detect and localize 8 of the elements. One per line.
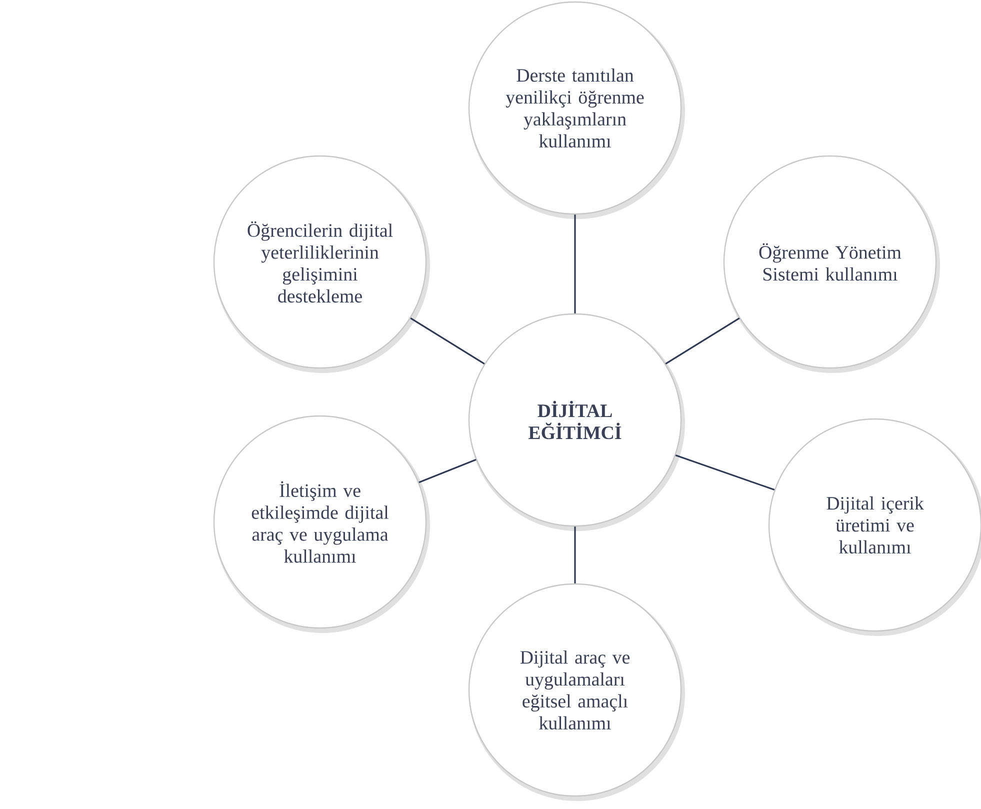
connector-line: [574, 526, 576, 584]
node-label: Dijital içerik üretimi ve kullanımı: [826, 496, 924, 554]
connector-line: [675, 454, 775, 491]
connector-line: [574, 214, 576, 314]
connector-line: [410, 317, 485, 365]
node-label: Dijital araç ve uygulamaları eğitsel amaçlı kullanımı: [520, 650, 630, 730]
connector-line: [418, 458, 476, 484]
connector-line: [665, 317, 740, 365]
